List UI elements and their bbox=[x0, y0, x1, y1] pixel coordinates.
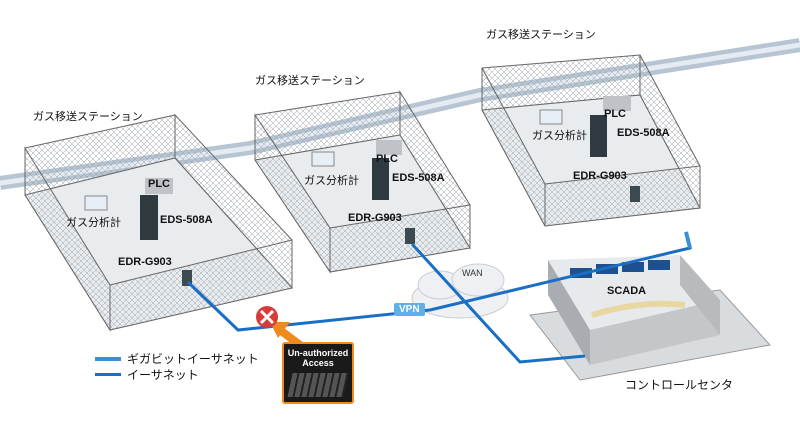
station-3-analyzer: ガス分析計 bbox=[532, 129, 587, 142]
station-3-router: EDR-G903 bbox=[573, 170, 627, 182]
legend-label-gigabit: ギガビットイーサネット bbox=[127, 352, 259, 366]
keyboard-image bbox=[287, 373, 349, 397]
station-2-plc: PLC bbox=[376, 153, 398, 165]
station-3-cage bbox=[481, 54, 701, 227]
legend-swatch-gigabit bbox=[95, 356, 121, 361]
control-center-label: コントロールセンタ bbox=[625, 378, 734, 392]
legend-item-ethernet: イーサネット bbox=[95, 366, 199, 383]
legend-item-gigabit: ギガビットイーサネット bbox=[95, 350, 259, 367]
station-1-title: ガス移送ステーション bbox=[33, 110, 143, 123]
gigabit-line-station3 bbox=[684, 231, 692, 249]
wan-label: WAN bbox=[462, 268, 483, 278]
station-2-switch: EDS-508A bbox=[392, 172, 445, 184]
unauth-line2: Access bbox=[302, 358, 334, 368]
station-3-switch: EDS-508A bbox=[617, 127, 670, 139]
control-center-room bbox=[529, 255, 771, 381]
station-2-analyzer: ガス分析計 bbox=[304, 174, 359, 187]
vpn-badge: VPN bbox=[394, 303, 425, 316]
blocked-x-icon bbox=[256, 306, 278, 328]
station-1-router: EDR-G903 bbox=[118, 256, 172, 268]
station-3-plc: PLC bbox=[604, 108, 626, 120]
legend-label-ethernet: イーサネット bbox=[127, 368, 199, 382]
station-1-plc: PLC bbox=[148, 178, 170, 190]
station-1-analyzer: ガス分析計 bbox=[66, 216, 121, 229]
legend-swatch-ethernet bbox=[95, 373, 121, 376]
unauth-line1: Un-authorized bbox=[287, 348, 349, 358]
station-3-title: ガス移送ステーション bbox=[486, 28, 596, 41]
station-2-cage bbox=[254, 90, 471, 274]
station-1-cage bbox=[24, 113, 293, 332]
ethernet-line-station2 bbox=[410, 242, 586, 364]
unauthorized-access-card: Un-authorized Access bbox=[282, 342, 354, 404]
scada-label: SCADA bbox=[607, 285, 647, 297]
station-1-switch: EDS-508A bbox=[160, 214, 213, 226]
station-2-router: EDR-G903 bbox=[348, 212, 402, 224]
station-2-title: ガス移送ステーション bbox=[255, 74, 365, 87]
